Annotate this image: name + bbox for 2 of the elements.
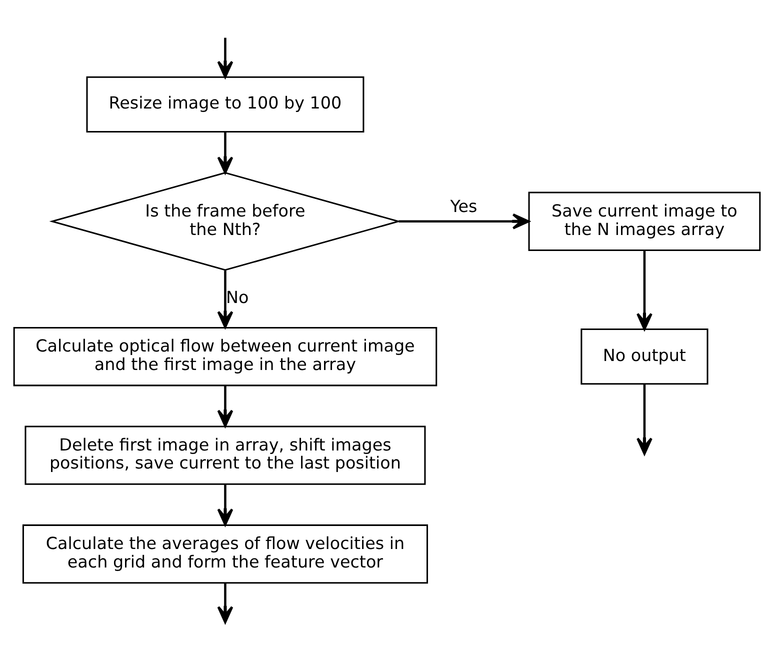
edge-label: No	[226, 286, 249, 307]
edge-label: Yes	[450, 195, 478, 216]
